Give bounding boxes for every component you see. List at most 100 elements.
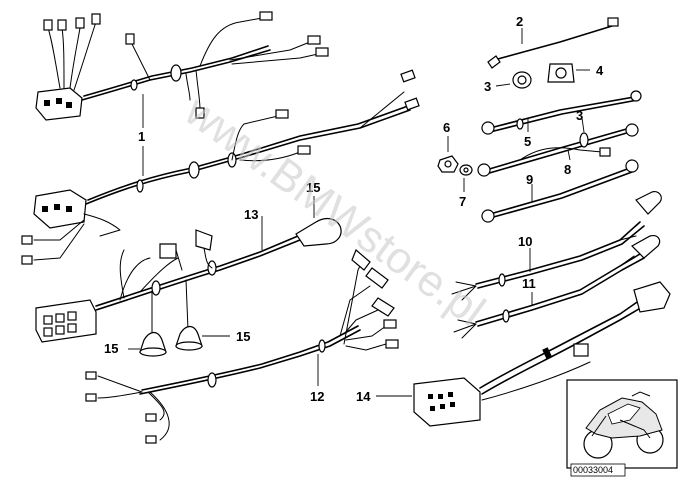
pin bbox=[66, 102, 72, 108]
sleeve bbox=[631, 235, 661, 259]
label-part-10: 10 bbox=[518, 234, 532, 249]
cable-8[interactable] bbox=[477, 117, 639, 177]
pin bbox=[55, 325, 65, 335]
clip bbox=[516, 118, 524, 130]
label-part-3-lower: 3 bbox=[576, 108, 583, 123]
terminal bbox=[400, 69, 416, 83]
wiring-harness-1[interactable] bbox=[21, 11, 420, 265]
washer-hole bbox=[463, 167, 469, 173]
pin bbox=[448, 392, 453, 397]
grommet bbox=[170, 64, 182, 82]
pin bbox=[56, 98, 62, 104]
pin bbox=[67, 311, 77, 321]
bulb-socket bbox=[351, 248, 371, 271]
wiring-harness-13[interactable] bbox=[35, 196, 342, 357]
cable-5[interactable] bbox=[481, 90, 642, 135]
label-part-15-left: 15 bbox=[104, 341, 118, 356]
bulb-socket bbox=[371, 297, 395, 317]
terminal bbox=[195, 107, 205, 119]
label-part-4: 4 bbox=[596, 63, 604, 78]
pin bbox=[428, 394, 433, 399]
connector-plug-14 bbox=[413, 377, 481, 427]
cable-10[interactable] bbox=[451, 191, 662, 301]
label-part-15-right: 15 bbox=[236, 329, 250, 344]
clip bbox=[502, 309, 510, 323]
terminal bbox=[383, 319, 397, 329]
diagram-code-box bbox=[570, 463, 626, 477]
terminal bbox=[599, 147, 611, 157]
pin bbox=[44, 100, 50, 106]
clip bbox=[542, 347, 552, 359]
ring-terminal bbox=[477, 163, 491, 177]
cap bbox=[159, 243, 177, 259]
rubber-boot-15 bbox=[295, 217, 342, 247]
terminal bbox=[315, 47, 329, 57]
clip bbox=[136, 179, 144, 193]
pin bbox=[54, 204, 60, 210]
terminal bbox=[43, 19, 53, 31]
terminal bbox=[145, 413, 157, 422]
cable-9[interactable] bbox=[481, 159, 639, 223]
diagram-code: 00033004 bbox=[573, 465, 613, 475]
cap bbox=[195, 229, 213, 251]
cable-2[interactable] bbox=[487, 17, 619, 69]
label-part-13: 13 bbox=[244, 207, 258, 222]
ring-terminal bbox=[481, 121, 495, 135]
grommet-3[interactable] bbox=[495, 71, 532, 89]
grommet-hole bbox=[555, 67, 567, 79]
terminal bbox=[91, 13, 101, 25]
terminal bbox=[21, 255, 33, 265]
label-part-6: 6 bbox=[443, 120, 450, 135]
label-part-8: 8 bbox=[564, 162, 571, 177]
terminal bbox=[259, 11, 273, 21]
terminal bbox=[85, 371, 97, 380]
ring-terminal bbox=[630, 90, 642, 102]
sleeve bbox=[635, 191, 662, 215]
grommet-hole bbox=[517, 75, 527, 85]
wiring-harness-12[interactable] bbox=[85, 248, 399, 444]
dome-cap-base bbox=[175, 341, 203, 351]
wiring-harness-14[interactable] bbox=[376, 281, 671, 427]
pin bbox=[43, 327, 53, 337]
label-part-3-top: 3 bbox=[484, 79, 491, 94]
pin bbox=[438, 394, 443, 399]
ring-terminal bbox=[481, 209, 495, 223]
grommet-4[interactable] bbox=[547, 63, 590, 83]
ring-terminal bbox=[625, 123, 639, 137]
terminal bbox=[85, 393, 97, 402]
label-part-7: 7 bbox=[459, 194, 466, 209]
pin bbox=[66, 206, 72, 212]
pin bbox=[55, 313, 65, 323]
terminal bbox=[57, 19, 67, 31]
pin bbox=[430, 406, 435, 411]
label-part-2: 2 bbox=[516, 14, 523, 29]
label-part-5: 5 bbox=[524, 134, 531, 149]
grommet bbox=[207, 372, 217, 388]
terminal bbox=[275, 109, 289, 119]
washer-7[interactable] bbox=[459, 164, 473, 192]
terminal bbox=[307, 35, 321, 45]
nut-6[interactable] bbox=[437, 136, 459, 173]
relay-box bbox=[573, 343, 589, 357]
terminal bbox=[145, 435, 157, 444]
terminal bbox=[125, 33, 135, 45]
terminal bbox=[404, 97, 420, 111]
motorcycle-icon bbox=[583, 391, 664, 459]
label-part-11: 11 bbox=[522, 276, 536, 291]
label-part-12: 12 bbox=[310, 389, 324, 404]
motorcycle-thumbnail: 00033004 bbox=[566, 379, 678, 477]
bulb-socket bbox=[365, 267, 389, 289]
grommet bbox=[151, 280, 161, 296]
ring-terminal bbox=[487, 55, 501, 69]
terminal bbox=[385, 339, 399, 349]
label-part-1: 1 bbox=[138, 129, 145, 144]
ring-terminal bbox=[625, 159, 639, 173]
clip bbox=[130, 79, 138, 91]
terminal bbox=[75, 17, 85, 29]
pin bbox=[67, 323, 77, 333]
cable-11[interactable] bbox=[453, 235, 661, 339]
pin bbox=[42, 206, 48, 212]
clip bbox=[318, 339, 326, 353]
